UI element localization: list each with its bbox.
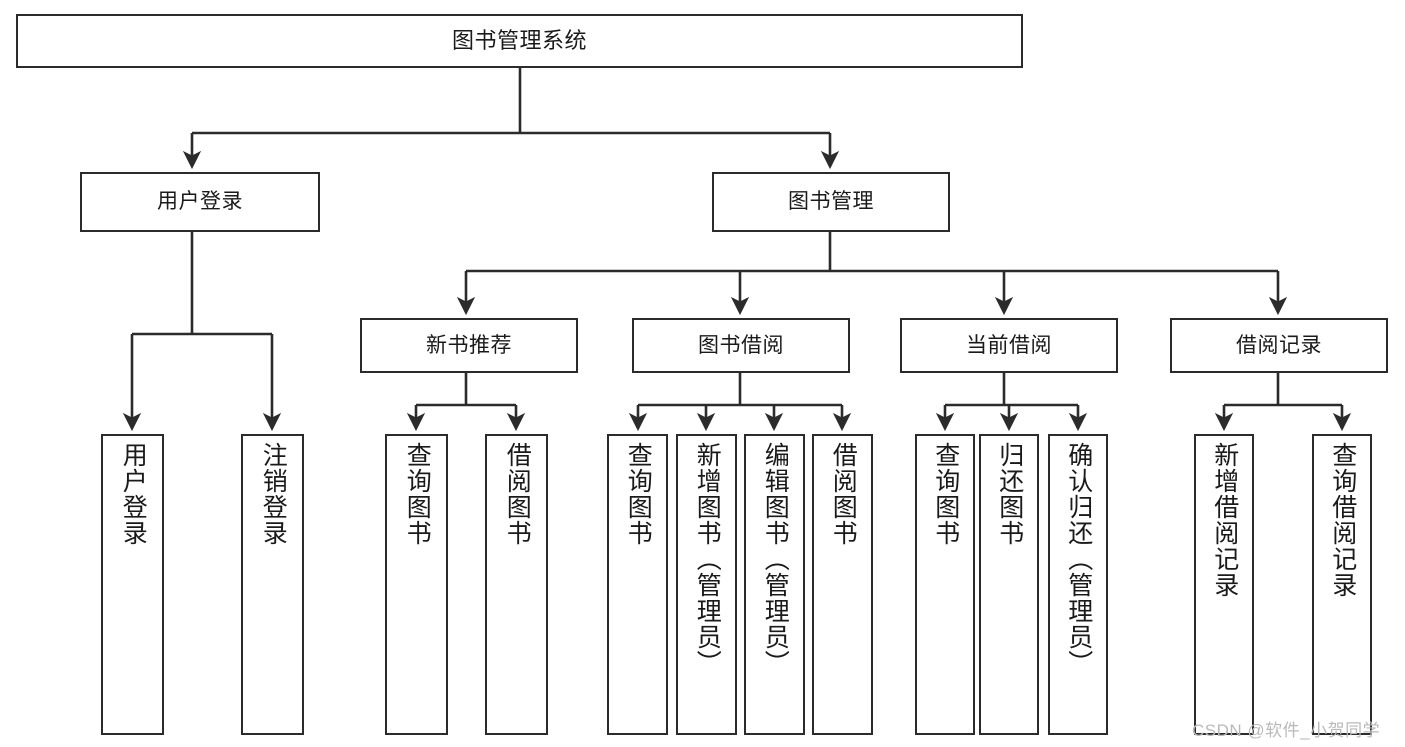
node-label: 新书推荐 bbox=[426, 333, 512, 357]
leaf-query-book-current[interactable]: 查询图书 bbox=[915, 434, 975, 735]
node-label: 注销登录 bbox=[259, 442, 288, 546]
node-label: 借阅记录 bbox=[1236, 333, 1322, 357]
node-label: 当前借阅 bbox=[966, 333, 1052, 357]
node-label: 确认归还（管理员） bbox=[1064, 442, 1093, 676]
node-root-system[interactable]: 图书管理系统 bbox=[16, 14, 1023, 68]
node-label: 新增图书（管理员） bbox=[693, 442, 722, 676]
leaf-add-borrow-record[interactable]: 新增借阅记录 bbox=[1194, 434, 1254, 735]
node-label: 用户登录 bbox=[119, 442, 148, 546]
node-new-book-recommend[interactable]: 新书推荐 bbox=[360, 318, 578, 373]
node-book-borrow[interactable]: 图书借阅 bbox=[632, 318, 850, 373]
node-borrow-record[interactable]: 借阅记录 bbox=[1170, 318, 1388, 373]
node-label: 用户登录 bbox=[157, 190, 243, 214]
leaf-add-book-admin[interactable]: 新增图书（管理员） bbox=[676, 434, 737, 735]
leaf-query-borrow-record[interactable]: 查询借阅记录 bbox=[1312, 434, 1372, 735]
node-label: 借阅图书 bbox=[503, 442, 532, 546]
node-label: 新增借阅记录 bbox=[1210, 442, 1239, 598]
leaf-query-book[interactable]: 查询图书 bbox=[607, 434, 668, 735]
node-label: 归还图书 bbox=[995, 442, 1024, 546]
node-label: 查询借阅记录 bbox=[1328, 442, 1357, 598]
node-label: 查询图书 bbox=[403, 442, 432, 546]
leaf-query-book-new[interactable]: 查询图书 bbox=[385, 434, 448, 735]
leaf-user-login[interactable]: 用户登录 bbox=[101, 434, 164, 735]
node-book-management[interactable]: 图书管理 bbox=[712, 172, 950, 232]
node-label: 查询图书 bbox=[931, 442, 960, 546]
leaf-edit-book-admin[interactable]: 编辑图书（管理员） bbox=[744, 434, 805, 735]
node-label: 图书管理 bbox=[788, 190, 874, 214]
leaf-user-logout[interactable]: 注销登录 bbox=[241, 434, 304, 735]
node-label: 查询图书 bbox=[624, 442, 653, 546]
leaf-borrow-book-new[interactable]: 借阅图书 bbox=[485, 434, 548, 735]
node-label: 图书借阅 bbox=[698, 333, 784, 357]
node-user-login[interactable]: 用户登录 bbox=[80, 172, 320, 232]
leaf-return-book[interactable]: 归还图书 bbox=[979, 434, 1039, 735]
node-label: 借阅图书 bbox=[829, 442, 858, 546]
node-current-borrow[interactable]: 当前借阅 bbox=[900, 318, 1118, 373]
node-label: 编辑图书（管理员） bbox=[761, 442, 790, 676]
leaf-borrow-book[interactable]: 借阅图书 bbox=[812, 434, 873, 735]
node-label: 图书管理系统 bbox=[451, 27, 587, 53]
leaf-confirm-return-admin[interactable]: 确认归还（管理员） bbox=[1048, 434, 1108, 735]
watermark-csdn: CSDN @软件_小贺同学 bbox=[1192, 721, 1381, 740]
